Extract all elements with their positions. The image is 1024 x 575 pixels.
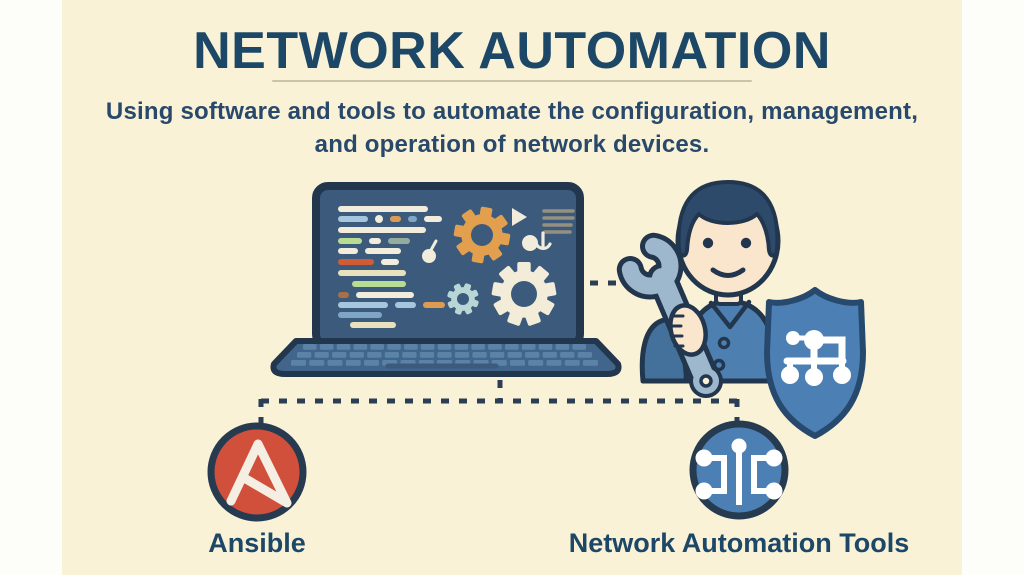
- engineer-hand: [668, 303, 708, 357]
- laptop-illustration: [270, 182, 622, 377]
- shield-icon: [764, 287, 866, 439]
- engineer-eye: [702, 237, 714, 249]
- menu-lines-icon: [542, 209, 575, 234]
- anchor-icon: [522, 231, 552, 251]
- pin-icon: [422, 239, 438, 263]
- engineer-hair: [676, 180, 780, 258]
- dotted-connectors: [258, 280, 740, 424]
- title-divider: [272, 80, 752, 82]
- keyboard-keys: [291, 344, 598, 366]
- network-topology-icon: [781, 330, 851, 386]
- ansible-a: [226, 439, 292, 508]
- engineer-eye: [740, 237, 752, 249]
- engineer-collar: [708, 299, 752, 330]
- subtitle: Using software and tools to automate the…: [0, 95, 1024, 161]
- subtitle-line: and operation of network devices.: [314, 131, 710, 158]
- gear-icon: [447, 206, 557, 326]
- ansible-label: Ansible: [208, 528, 306, 558]
- network-tools-icon: [689, 420, 789, 520]
- gear-icon: [447, 283, 479, 315]
- play-icon: [512, 208, 527, 226]
- ansible-logo-icon: [207, 422, 307, 522]
- gear-icon: [491, 262, 557, 326]
- engineer-illustration: [616, 180, 781, 398]
- shirt-button: [717, 336, 731, 350]
- engineer-smile: [710, 267, 746, 278]
- subtitle-line: Using software and tools to automate the…: [105, 98, 919, 125]
- tools-label: Network Automation Tools: [568, 528, 910, 558]
- page-title: NETWORK AUTOMATION: [193, 22, 831, 80]
- code-editor-lines: [338, 206, 445, 328]
- gear-icon: [453, 206, 511, 264]
